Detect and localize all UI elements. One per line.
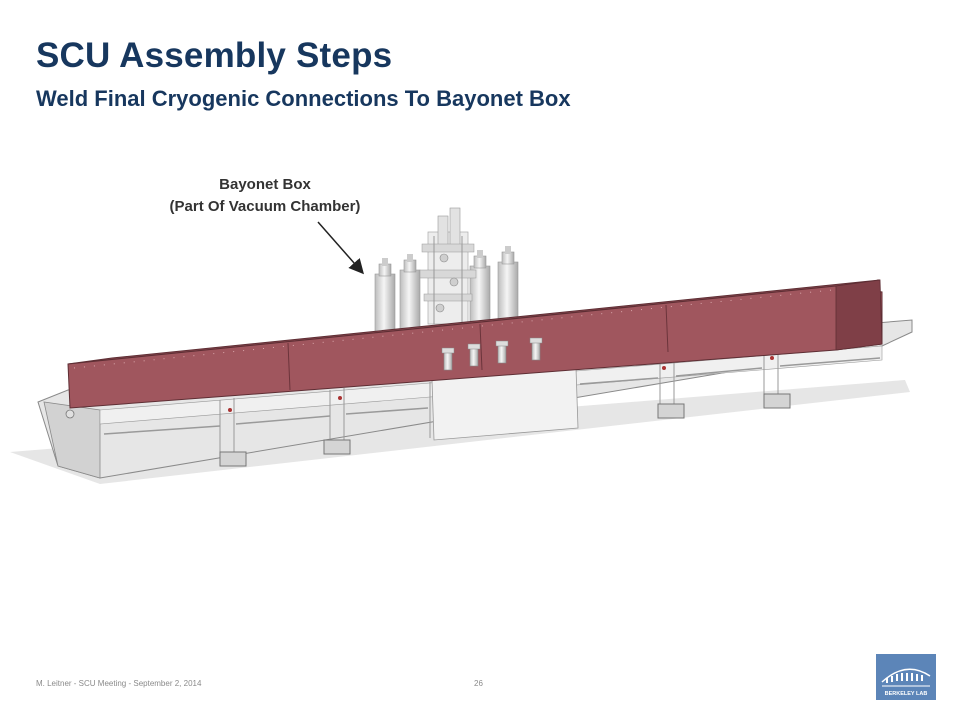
footer-text: M. Leitner - SCU Meeting - September 2, … [36, 679, 202, 688]
berkeley-lab-logo: BERKELEY LAB [876, 654, 936, 700]
slide-title: SCU Assembly Steps [36, 36, 393, 75]
bayonet-box-callout: Bayonet Box (Part Of Vacuum Chamber) [140, 174, 390, 218]
slide-subtitle: Weld Final Cryogenic Connections To Bayo… [36, 86, 571, 111]
front-valves [441, 337, 543, 371]
callout-arrow [317, 221, 364, 275]
logo-text: BERKELEY LAB [885, 691, 928, 697]
bayonet-box-valves [374, 207, 519, 335]
callout-line-2: (Part Of Vacuum Chamber) [169, 198, 361, 215]
page-number: 26 [474, 679, 483, 688]
callout-line-1: Bayonet Box [219, 176, 311, 193]
